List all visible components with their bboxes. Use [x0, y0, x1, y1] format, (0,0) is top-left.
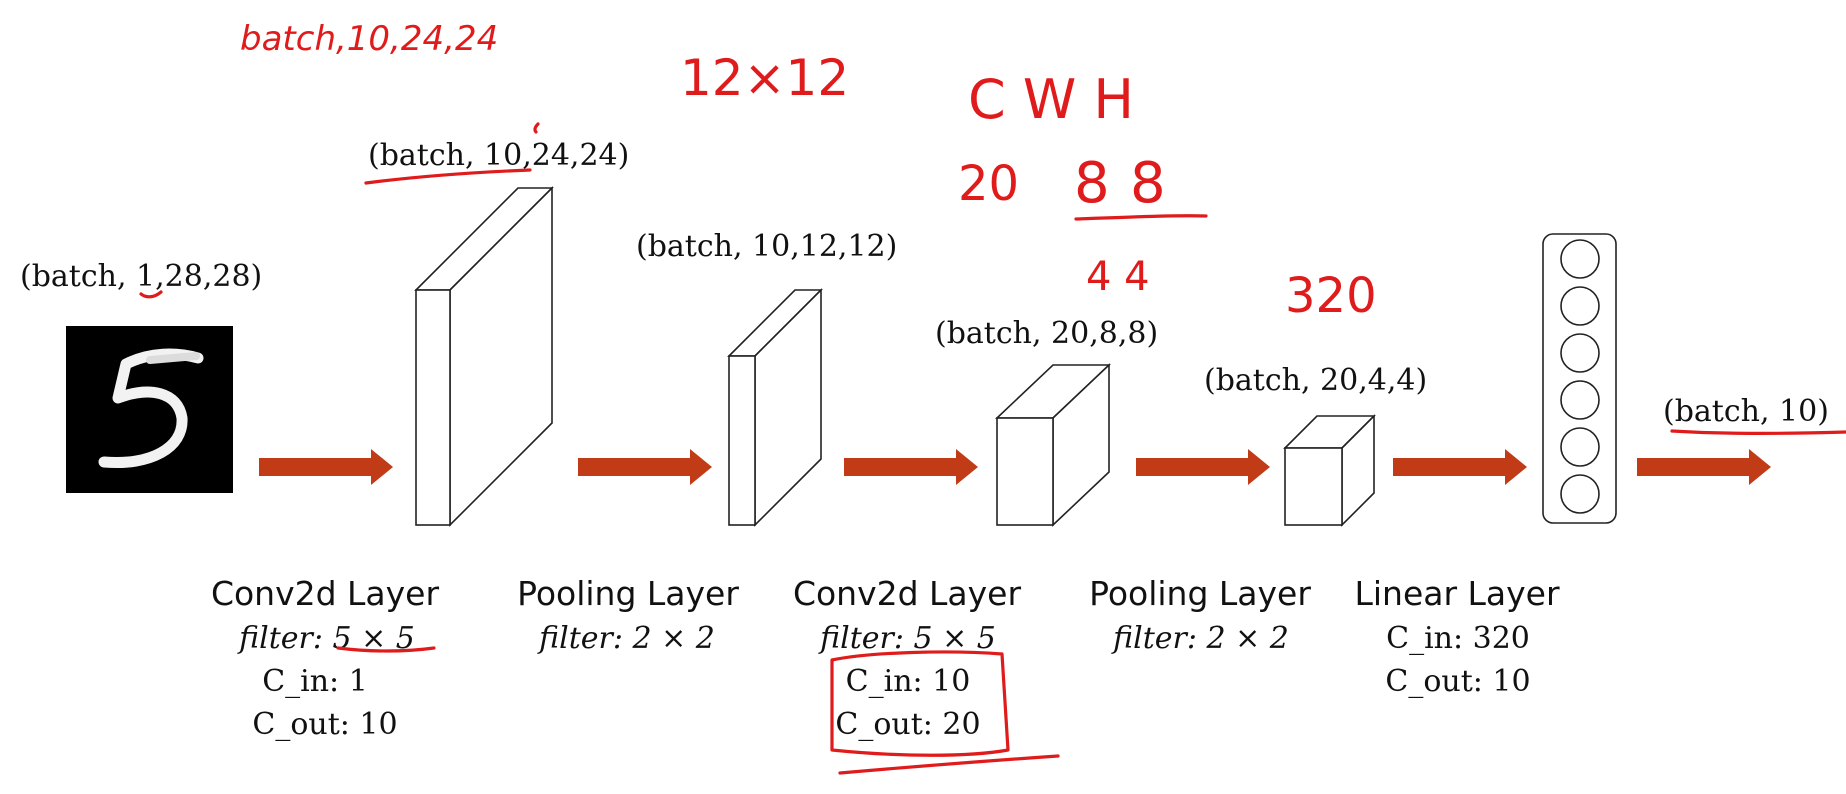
right-arrow-icon [1393, 449, 1527, 485]
neuron-circle-icon [1560, 380, 1600, 420]
feature-map-conv2 [994, 363, 1112, 527]
neuron-circle-icon [1560, 474, 1600, 514]
right-arrow-icon [1136, 449, 1270, 485]
layer-description-linear: Linear Layer C_in: 320 C_out: 10 [1354, 574, 1559, 699]
layer-title: Linear Layer [1354, 574, 1559, 613]
annotation-channels: 20 [958, 156, 1019, 212]
annotation-batch-shape: batch,10,24,24 [240, 19, 498, 59]
annotation-underline-wh [1074, 214, 1208, 221]
handwritten-annotations: batch,10,24,24 12×12 C W H 20 8 8 4 4 32… [139, 19, 1846, 775]
feature-map-conv1 [414, 186, 554, 527]
layer-cin: C_in: 10 [846, 664, 971, 699]
annotation-underline-box [838, 754, 1060, 775]
neuron-circle-icon [1560, 239, 1600, 279]
shape-pool2-label: (batch, 20,4,4) [1204, 363, 1427, 398]
annotation-height: 8 [1130, 151, 1166, 216]
feature-map-pool2 [1283, 414, 1376, 527]
layer-description-pool2: Pooling Layer filter: 2 × 2 [1089, 574, 1311, 656]
right-arrow-icon [844, 449, 978, 485]
layer-description-conv1: Conv2d Layer filter: 5 × 5 C_in: 1 C_out… [211, 574, 440, 742]
layer-cin: C_in: 1 [262, 664, 368, 699]
neuron-circle-icon [1560, 333, 1600, 373]
shape-conv2-label: (batch, 20,8,8) [935, 316, 1158, 351]
annotation-width: 8 [1074, 151, 1110, 216]
neuron-circle-icon [1560, 427, 1600, 467]
layer-cout: C_out: 10 [252, 707, 397, 742]
shape-output-label: (batch, 10) [1663, 394, 1829, 429]
input-image [66, 326, 233, 493]
annotation-flattened: 320 [1285, 268, 1377, 324]
annotation-cwh-header: C W H [968, 68, 1134, 131]
annotation-underline-filter [336, 646, 436, 653]
layer-filter: filter: 2 × 2 [1111, 621, 1289, 656]
annotation-pooled-size: 4 4 [1086, 254, 1150, 300]
layer-description-pool1: Pooling Layer filter: 2 × 2 [517, 574, 739, 656]
annotation-box-conv2-channels [830, 650, 1010, 757]
shape-pool1-label: (batch, 10,12,12) [636, 229, 897, 264]
layer-title: Conv2d Layer [211, 574, 440, 613]
layer-title: Conv2d Layer [793, 574, 1022, 613]
right-arrow-icon [259, 449, 393, 485]
layer-title: Pooling Layer [517, 574, 739, 613]
neuron-circle-icon [1560, 286, 1600, 326]
layer-title: Pooling Layer [1089, 574, 1311, 613]
linear-layer-neurons [1542, 233, 1617, 524]
annotation-tick [533, 122, 540, 134]
right-arrow-icon [578, 449, 712, 485]
layer-cin: C_in: 320 [1386, 621, 1530, 656]
annotation-underline-channel [139, 290, 163, 299]
layer-description-conv2: Conv2d Layer filter: 5 × 5 C_in: 10 C_ou… [793, 574, 1022, 742]
annotation-underline-output [1670, 429, 1846, 435]
shape-conv1-label: (batch, 10,24,24) [368, 138, 629, 173]
annotation-underline-batch [364, 168, 532, 185]
layer-cout: C_out: 10 [1385, 664, 1530, 699]
shape-input-label: (batch, 1,28,28) [20, 259, 262, 294]
layer-filter: filter: 5 × 5 [818, 621, 996, 656]
annotation-pool-size: 12×12 [680, 49, 849, 107]
layer-cout: C_out: 20 [835, 707, 980, 742]
right-arrow-icon [1637, 449, 1771, 485]
feature-map-pool1 [727, 288, 823, 527]
layer-filter: filter: 2 × 2 [537, 621, 715, 656]
